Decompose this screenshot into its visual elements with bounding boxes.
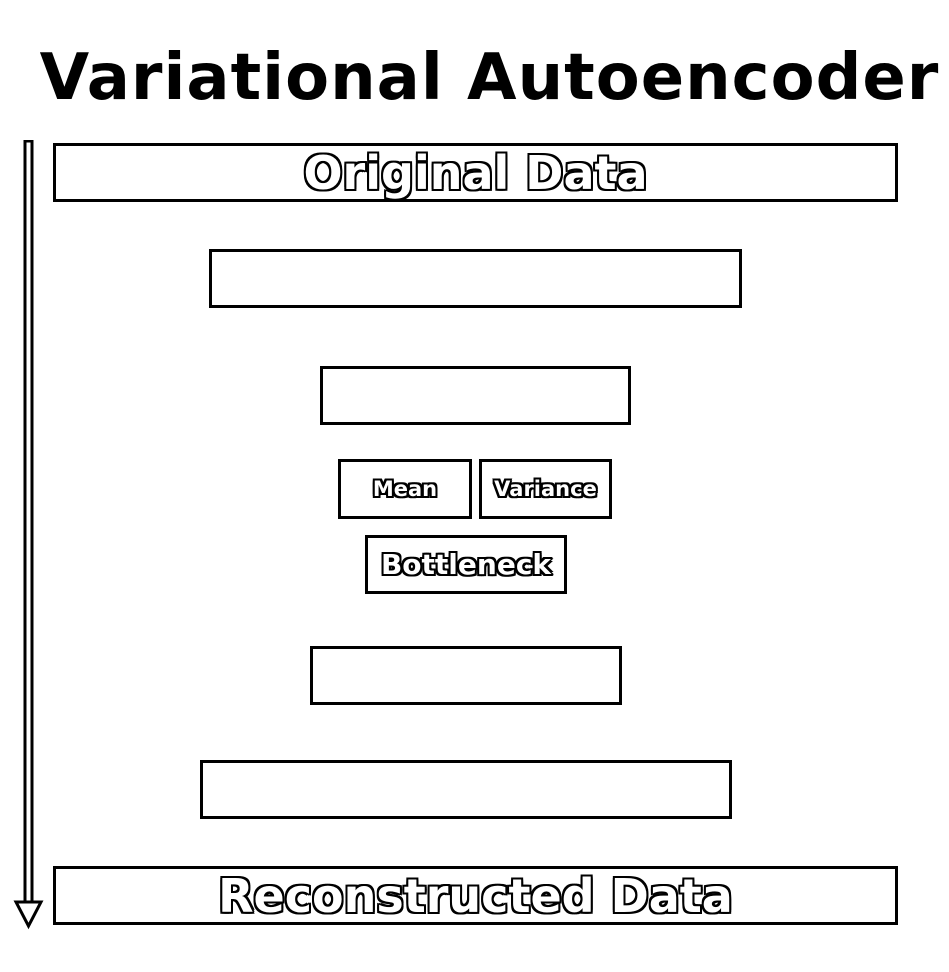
bottleneck-block: Bottleneck — [365, 535, 567, 594]
diagram-title: Variational Autoencoder — [39, 41, 940, 115]
flow-arrow-head — [13, 900, 44, 930]
decoder-layer-2 — [200, 760, 732, 819]
mean-block: Mean — [338, 459, 472, 519]
variance-block: Variance — [479, 459, 612, 519]
original-data-label: Original Data — [302, 145, 648, 201]
decoder-layer-1 — [310, 646, 622, 705]
reconstructed-data-block: Reconstructed Data — [53, 866, 898, 925]
variance-label: Variance — [493, 476, 598, 502]
flow-arrow — [13, 140, 44, 930]
original-data-block: Original Data — [53, 143, 898, 202]
encoder-layer-2 — [320, 366, 631, 425]
bottleneck-label: Bottleneck — [380, 547, 552, 582]
reconstructed-data-label: Reconstructed Data — [217, 868, 734, 924]
flow-arrow-shaft — [23, 140, 34, 910]
mean-label: Mean — [372, 476, 438, 502]
encoder-layer-1 — [209, 249, 742, 308]
